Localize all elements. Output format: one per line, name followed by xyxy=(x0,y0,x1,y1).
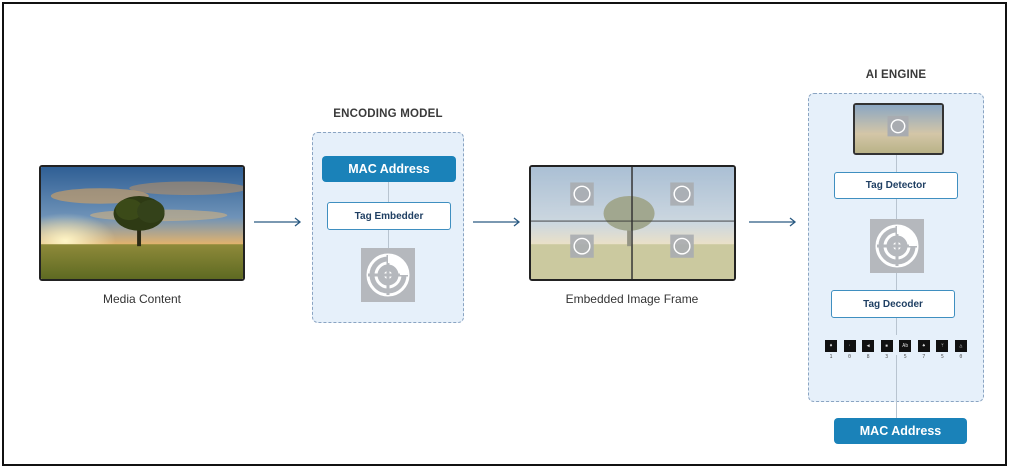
decoded-bit: ♦1 xyxy=(825,340,837,364)
detected-frame-thumbnail xyxy=(853,103,944,155)
tag-decoder-box: Tag Decoder xyxy=(831,290,955,318)
ai-engine-title: AI ENGINE xyxy=(865,69,927,81)
arrow-embedded-to-ai xyxy=(749,216,797,228)
ai-mac-address-output: MAC Address xyxy=(834,418,967,444)
media-content-caption: Media Content xyxy=(102,292,182,306)
encoding-mac-address-box: MAC Address xyxy=(322,156,456,182)
media-content-image xyxy=(39,165,245,281)
embedded-image-frame xyxy=(529,165,736,281)
ai-connector-bottom xyxy=(896,355,897,418)
tag-pattern-icon xyxy=(361,248,415,302)
detected-tag-icon xyxy=(870,219,924,273)
decoded-bit: ·0 xyxy=(843,340,856,364)
tag-detector-box: Tag Detector xyxy=(834,172,958,199)
decoded-bit: ◀8 xyxy=(862,340,875,364)
arrow-media-to-encoding xyxy=(254,216,302,228)
decoded-bit: ▪3 xyxy=(880,340,893,364)
encoding-model-title: ENCODING MODEL xyxy=(333,108,443,120)
tag-embedder-box: Tag Embedder xyxy=(327,202,451,230)
arrow-encoding-to-embedded xyxy=(473,216,521,228)
decoded-bit: △0 xyxy=(954,340,967,364)
embedded-image-caption: Embedded Image Frame xyxy=(565,292,699,306)
decoded-bit: ♠7 xyxy=(917,340,930,364)
